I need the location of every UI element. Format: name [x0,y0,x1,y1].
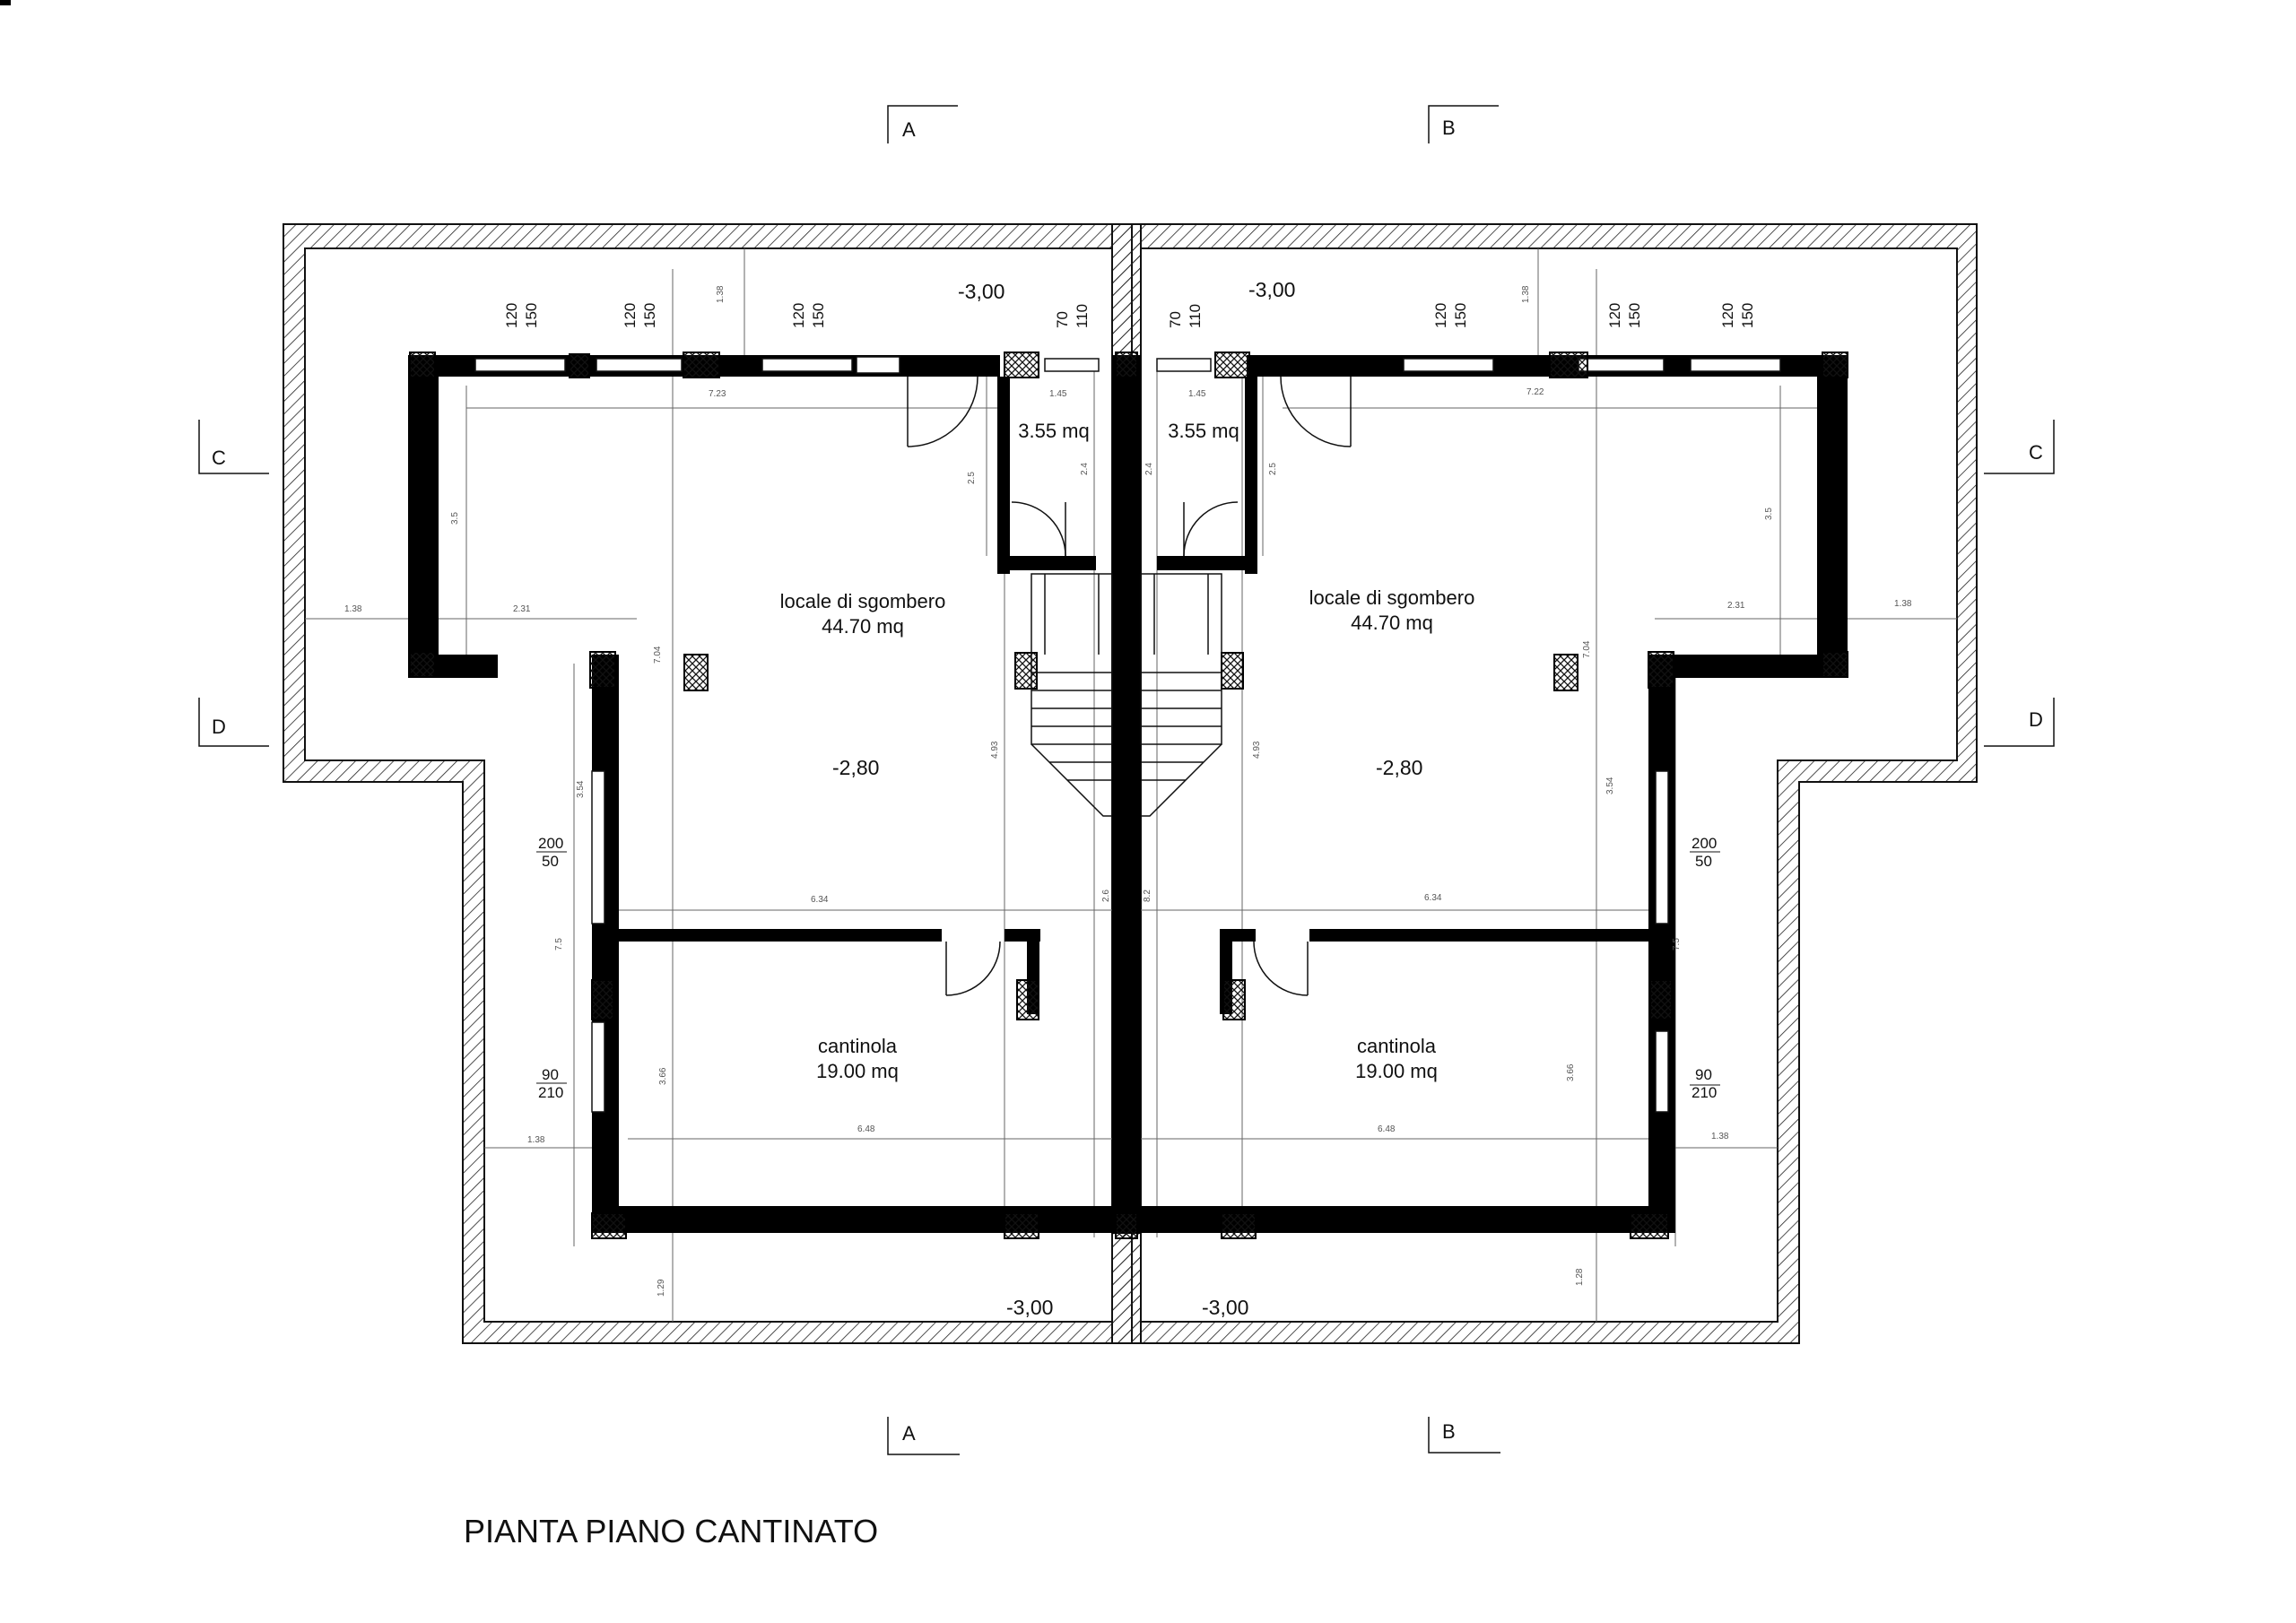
dimension-label: 7.23 [709,389,726,399]
dimension-label: 1.28 [1575,1268,1585,1286]
window-size-label: 120 [622,303,639,328]
dimension-label: 7.22 [1526,387,1544,397]
side-window-right-lower-height: 210 [1692,1084,1717,1101]
side-window-left-upper-width: 200 [538,835,563,852]
section-label-b-bottom: B [1442,1420,1456,1443]
window-size-labels-top: 120 150 120 150 120 150 70 110 70 110 12… [503,303,1756,328]
dimension-label: 7.04 [653,646,663,664]
level-top-left: -3,00 [958,280,1004,303]
window-size-labels-side [536,851,1720,1086]
drawing-title: PIANTA PIANO CANTINATO [464,1513,878,1549]
dimension-label: 1.45 [1188,389,1206,399]
dimension-label: 1.38 [527,1135,545,1145]
window-size-label: 150 [1626,303,1643,328]
side-window-right-lower-width: 90 [1695,1066,1712,1083]
dimension-label: 2.5 [967,472,977,484]
window-size-label: 150 [1452,303,1469,328]
side-window-left-lower-width: 90 [542,1066,559,1083]
dimension-label: 1.38 [344,604,362,614]
section-label-a-bottom: A [902,1422,916,1445]
room-area-small-right: 3.55 mq [1168,420,1239,442]
side-window-right-upper-height: 50 [1695,853,1712,870]
dimension-label: 1.45 [1049,389,1067,399]
side-window-left-lower-height: 210 [538,1084,563,1101]
dimension-label: 2.31 [1727,601,1745,611]
dimension-label: 1.38 [1894,599,1912,609]
level-top-right: -3,00 [1248,278,1295,301]
room-area-storage-right: 44.70 mq [1351,612,1433,634]
dimension-label: 6.34 [811,895,829,905]
room-name-cellar-left: cantinola [818,1035,898,1057]
dimension-label: 7.5 [1672,938,1682,950]
section-label-d-left: D [212,716,226,738]
dimension-label: 8.2 [1143,890,1152,902]
window-size-label: 150 [641,303,658,328]
room-area-small-left: 3.55 mq [1018,420,1090,442]
dimension-label: 2.5 [1268,463,1278,475]
staircase [1031,573,1222,817]
dimension-label: 2.6 [1101,890,1111,902]
dimension-texts: 7.23 7.22 1.45 1.45 2.31 2.31 1.38 1.38 … [344,285,1912,1297]
dimension-label: 2.4 [1144,463,1154,475]
level-bottom-right: -3,00 [1202,1296,1248,1319]
dimension-label: 3.54 [576,780,586,798]
room-name-cellar-right: cantinola [1357,1035,1437,1057]
dimension-label: 1.38 [1711,1132,1729,1141]
section-label-c-right: C [2029,441,2043,464]
level-room-left: -2,80 [832,756,879,779]
dimension-label: 1.38 [716,285,726,303]
window-size-label: 70 [1167,311,1184,328]
room-area-storage-left: 44.70 mq [822,615,904,638]
window-size-label: 120 [503,303,520,328]
room-area-cellar-right: 19.00 mq [1355,1060,1438,1082]
dimension-label: 4.93 [1252,741,1262,759]
side-window-left-upper-height: 50 [542,853,559,870]
window-size-label: 150 [810,303,827,328]
window-size-label: 150 [523,303,540,328]
dimension-label: 6.48 [857,1124,875,1134]
window-size-label: 150 [1739,303,1756,328]
dimension-label: 6.34 [1424,893,1442,903]
window-size-label: 110 [1074,304,1091,328]
top-wall-windows [474,356,1781,1113]
doors [907,376,1352,996]
dimension-label: 3.66 [658,1067,668,1085]
level-room-right: -2,80 [1376,756,1422,779]
dimension-label: 2.31 [513,604,531,614]
dimension-label: 2.4 [1080,463,1090,475]
section-markers [198,105,2055,1455]
interior-walls [408,355,1848,1234]
window-size-label: 120 [1606,303,1623,328]
dimension-label: 3.66 [1566,1063,1576,1081]
dimension-label: 6.48 [1378,1124,1396,1134]
window-size-label: 120 [1719,303,1736,328]
dimension-label: 1.38 [1521,285,1531,303]
side-window-right-upper-width: 200 [1692,835,1717,852]
dimension-label: 7.5 [554,938,564,950]
room-area-cellar-left: 19.00 mq [816,1060,899,1082]
room-name-storage-right: locale di sgombero [1309,586,1475,609]
window-size-label: 110 [1187,304,1204,328]
window-size-label: 120 [1432,303,1449,328]
room-name-storage-left: locale di sgombero [780,590,946,612]
dimension-label: 7.04 [1582,640,1592,658]
section-label-a-top: A [902,118,916,141]
section-label-d-right: D [2029,708,2043,731]
dimension-label: 3.5 [450,512,460,525]
pillars [409,352,1848,1239]
level-bottom-left: -3,00 [1006,1296,1053,1319]
dimension-label: 1.29 [657,1279,666,1297]
section-label-b-top: B [1442,117,1456,139]
dimension-label: 3.54 [1605,777,1615,794]
window-size-label: 70 [1054,311,1071,328]
dimension-label: 3.5 [1764,508,1774,520]
section-label-c-left: C [212,447,226,469]
window-size-label: 120 [790,303,807,328]
dimension-label: 4.93 [990,741,1000,759]
